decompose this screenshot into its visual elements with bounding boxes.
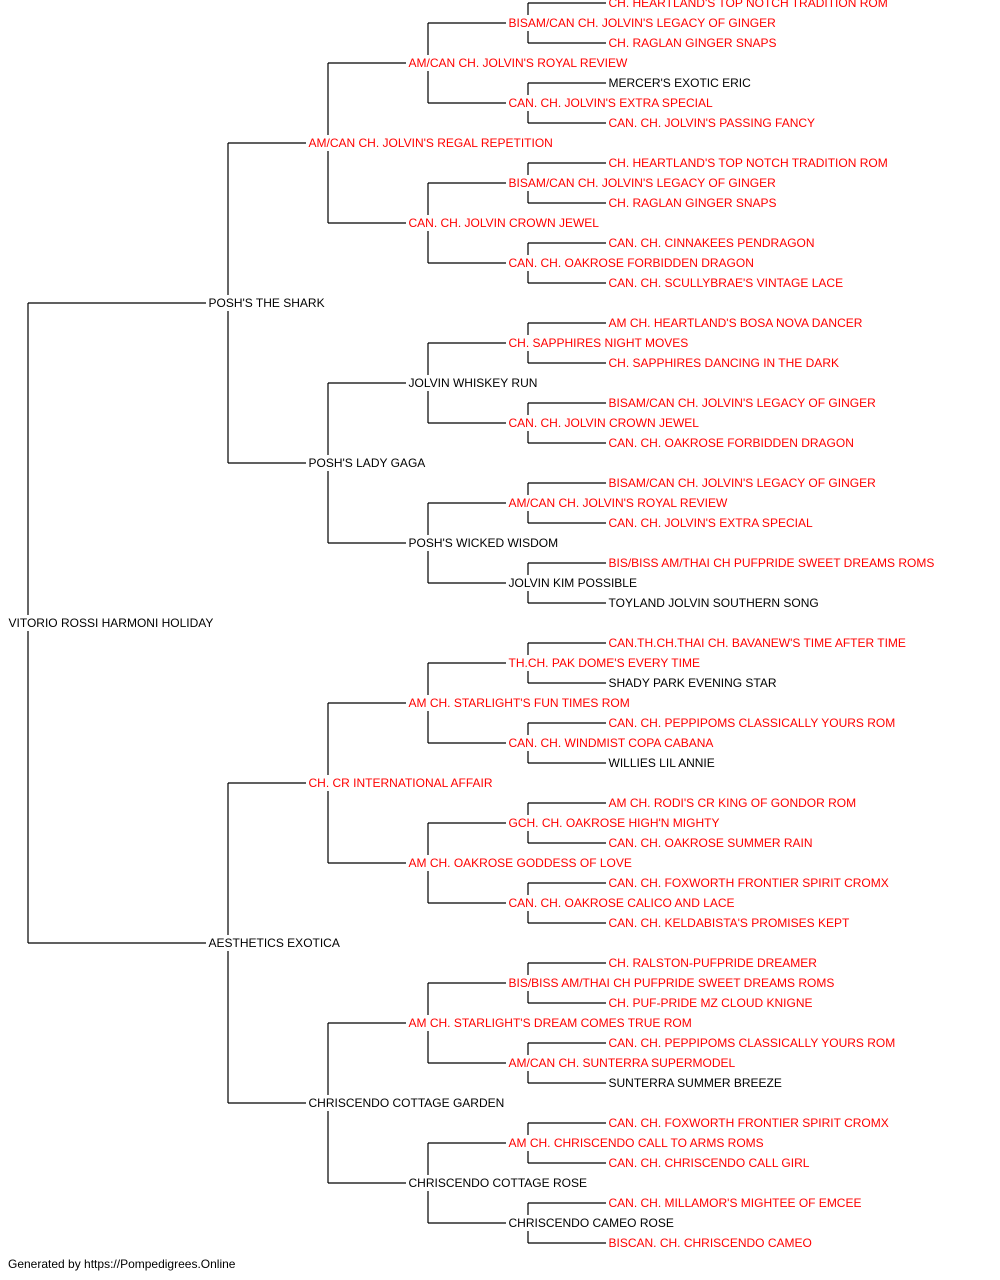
ancestor-name: AESTHETICS EXOTICA — [209, 936, 340, 950]
ancestor-name: BISAM/CAN CH. JOLVIN'S LEGACY OF GINGER — [509, 176, 777, 190]
ancestor-name: CH. HEARTLAND'S TOP NOTCH TRADITION ROM — [609, 156, 888, 170]
ancestor-name: AM CH. OAKROSE GODDESS OF LOVE — [409, 856, 632, 870]
ancestor-name: SHADY PARK EVENING STAR — [609, 676, 777, 690]
ancestor-name: POSH'S THE SHARK — [209, 296, 325, 310]
ancestor-name: CAN. CH. JOLVIN'S PASSING FANCY — [609, 116, 816, 130]
ancestor-name: AM CH. HEARTLAND'S BOSA NOVA DANCER — [609, 316, 863, 330]
ancestor-name: CAN. CH. CINNAKEES PENDRAGON — [609, 236, 815, 250]
ancestor-name: MERCER'S EXOTIC ERIC — [609, 76, 752, 90]
ancestor-name: AM/CAN CH. JOLVIN'S ROYAL REVIEW — [409, 56, 628, 70]
ancestor-name: AM/CAN CH. SUNTERRA SUPERMODEL — [509, 1056, 736, 1070]
ancestor-name: CAN. CH. OAKROSE SUMMER RAIN — [609, 836, 813, 850]
ancestor-name: CH. RAGLAN GINGER SNAPS — [609, 196, 777, 210]
ancestor-name: CHRISCENDO COTTAGE GARDEN — [309, 1096, 505, 1110]
ancestor-name: CAN. CH. MILLAMOR'S MIGHTEE OF EMCEE — [609, 1196, 862, 1210]
ancestor-name: CAN. CH. PEPPIPOMS CLASSICALLY YOURS ROM — [609, 716, 896, 730]
ancestor-name: CH. RALSTON-PUFPRIDE DREAMER — [609, 956, 818, 970]
ancestor-name: BIS/BISS AM/THAI CH PUFPRIDE SWEET DREAM… — [509, 976, 835, 990]
ancestor-name: CHRISCENDO COTTAGE ROSE — [409, 1176, 587, 1190]
ancestor-name: AM CH. STARLIGHT'S DREAM COMES TRUE ROM — [409, 1016, 692, 1030]
ancestor-name: BISAM/CAN CH. JOLVIN'S LEGACY OF GINGER — [609, 396, 877, 410]
ancestor-name: CH. PUF-PRIDE MZ CLOUD KNIGNE — [609, 996, 813, 1010]
ancestor-name: BISCAN. CH. CHRISCENDO CAMEO — [609, 1236, 812, 1250]
ancestor-name: CAN. CH. JOLVIN CROWN JEWEL — [409, 216, 600, 230]
ancestor-name: CHRISCENDO CAMEO ROSE — [509, 1216, 674, 1230]
footer-credit: Generated by https://Pompedigrees.Online — [8, 1257, 236, 1271]
ancestor-name: CH. RAGLAN GINGER SNAPS — [609, 36, 777, 50]
ancestor-name: CAN. CH. JOLVIN'S EXTRA SPECIAL — [509, 96, 713, 110]
connector-lines — [27, 2, 606, 1244]
ancestor-name: AM CH. CHRISCENDO CALL TO ARMS ROMS — [509, 1136, 764, 1150]
ancestor-name: CAN. CH. FOXWORTH FRONTIER SPIRIT CROMX — [609, 876, 889, 890]
ancestor-name: CAN. CH. OAKROSE FORBIDDEN DRAGON — [509, 256, 754, 270]
ancestor-name: BISAM/CAN CH. JOLVIN'S LEGACY OF GINGER — [609, 476, 877, 490]
ancestor-name: CAN.TH.CH.THAI CH. BAVANEW'S TIME AFTER … — [609, 636, 906, 650]
ancestor-name: AM/CAN CH. JOLVIN'S ROYAL REVIEW — [509, 496, 728, 510]
ancestor-name: CH. SAPPHIRES DANCING IN THE DARK — [609, 356, 839, 370]
ancestor-name: BISAM/CAN CH. JOLVIN'S LEGACY OF GINGER — [509, 16, 777, 30]
ancestor-name: POSH'S LADY GAGA — [309, 456, 426, 470]
ancestor-name: TH.CH. PAK DOME'S EVERY TIME — [509, 656, 700, 670]
ancestor-name: AM/CAN CH. JOLVIN'S REGAL REPETITION — [309, 136, 553, 150]
ancestor-name: CAN. CH. FOXWORTH FRONTIER SPIRIT CROMX — [609, 1116, 889, 1130]
ancestor-name: WILLIES LIL ANNIE — [609, 756, 715, 770]
ancestor-name: JOLVIN WHISKEY RUN — [409, 376, 538, 390]
ancestor-name: BIS/BISS AM/THAI CH PUFPRIDE SWEET DREAM… — [609, 556, 935, 570]
ancestor-name: SUNTERRA SUMMER BREEZE — [609, 1076, 782, 1090]
ancestor-name: CAN. CH. OAKROSE CALICO AND LACE — [509, 896, 735, 910]
ancestor-name: TOYLAND JOLVIN SOUTHERN SONG — [609, 596, 819, 610]
ancestor-name: AM CH. STARLIGHT'S FUN TIMES ROM — [409, 696, 630, 710]
ancestor-name: CH. HEARTLAND'S TOP NOTCH TRADITION ROM — [609, 0, 888, 10]
ancestor-name: CAN. CH. PEPPIPOMS CLASSICALLY YOURS ROM — [609, 1036, 896, 1050]
ancestor-labels: VITORIO ROSSI HARMONI HOLIDAY POSH'S THE … — [9, 0, 935, 1250]
ancestor-name: POSH'S WICKED WISDOM — [409, 536, 559, 550]
ancestor-name: AM CH. RODI'S CR KING OF GONDOR ROM — [609, 796, 857, 810]
ancestor-name: CAN. CH. SCULLYBRAE'S VINTAGE LACE — [609, 276, 844, 290]
ancestor-name: CAN. CH. JOLVIN CROWN JEWEL — [509, 416, 700, 430]
ancestor-name: GCH. CH. OAKROSE HIGH'N MIGHTY — [509, 816, 720, 830]
ancestor-name: CAN. CH. KELDABISTA'S PROMISES KEPT — [609, 916, 850, 930]
ancestor-name: CAN. CH. WINDMIST COPA CABANA — [509, 736, 714, 750]
ancestor-name: CH. CR INTERNATIONAL AFFAIR — [309, 776, 493, 790]
ancestor-name: CAN. CH. OAKROSE FORBIDDEN DRAGON — [609, 436, 854, 450]
ancestor-name: VITORIO ROSSI HARMONI HOLIDAY — [9, 616, 214, 630]
ancestor-name: CAN. CH. CHRISCENDO CALL GIRL — [609, 1156, 810, 1170]
ancestor-name: CAN. CH. JOLVIN'S EXTRA SPECIAL — [609, 516, 813, 530]
ancestor-name: CH. SAPPHIRES NIGHT MOVES — [509, 336, 689, 350]
ancestor-name: JOLVIN KIM POSSIBLE — [509, 576, 637, 590]
